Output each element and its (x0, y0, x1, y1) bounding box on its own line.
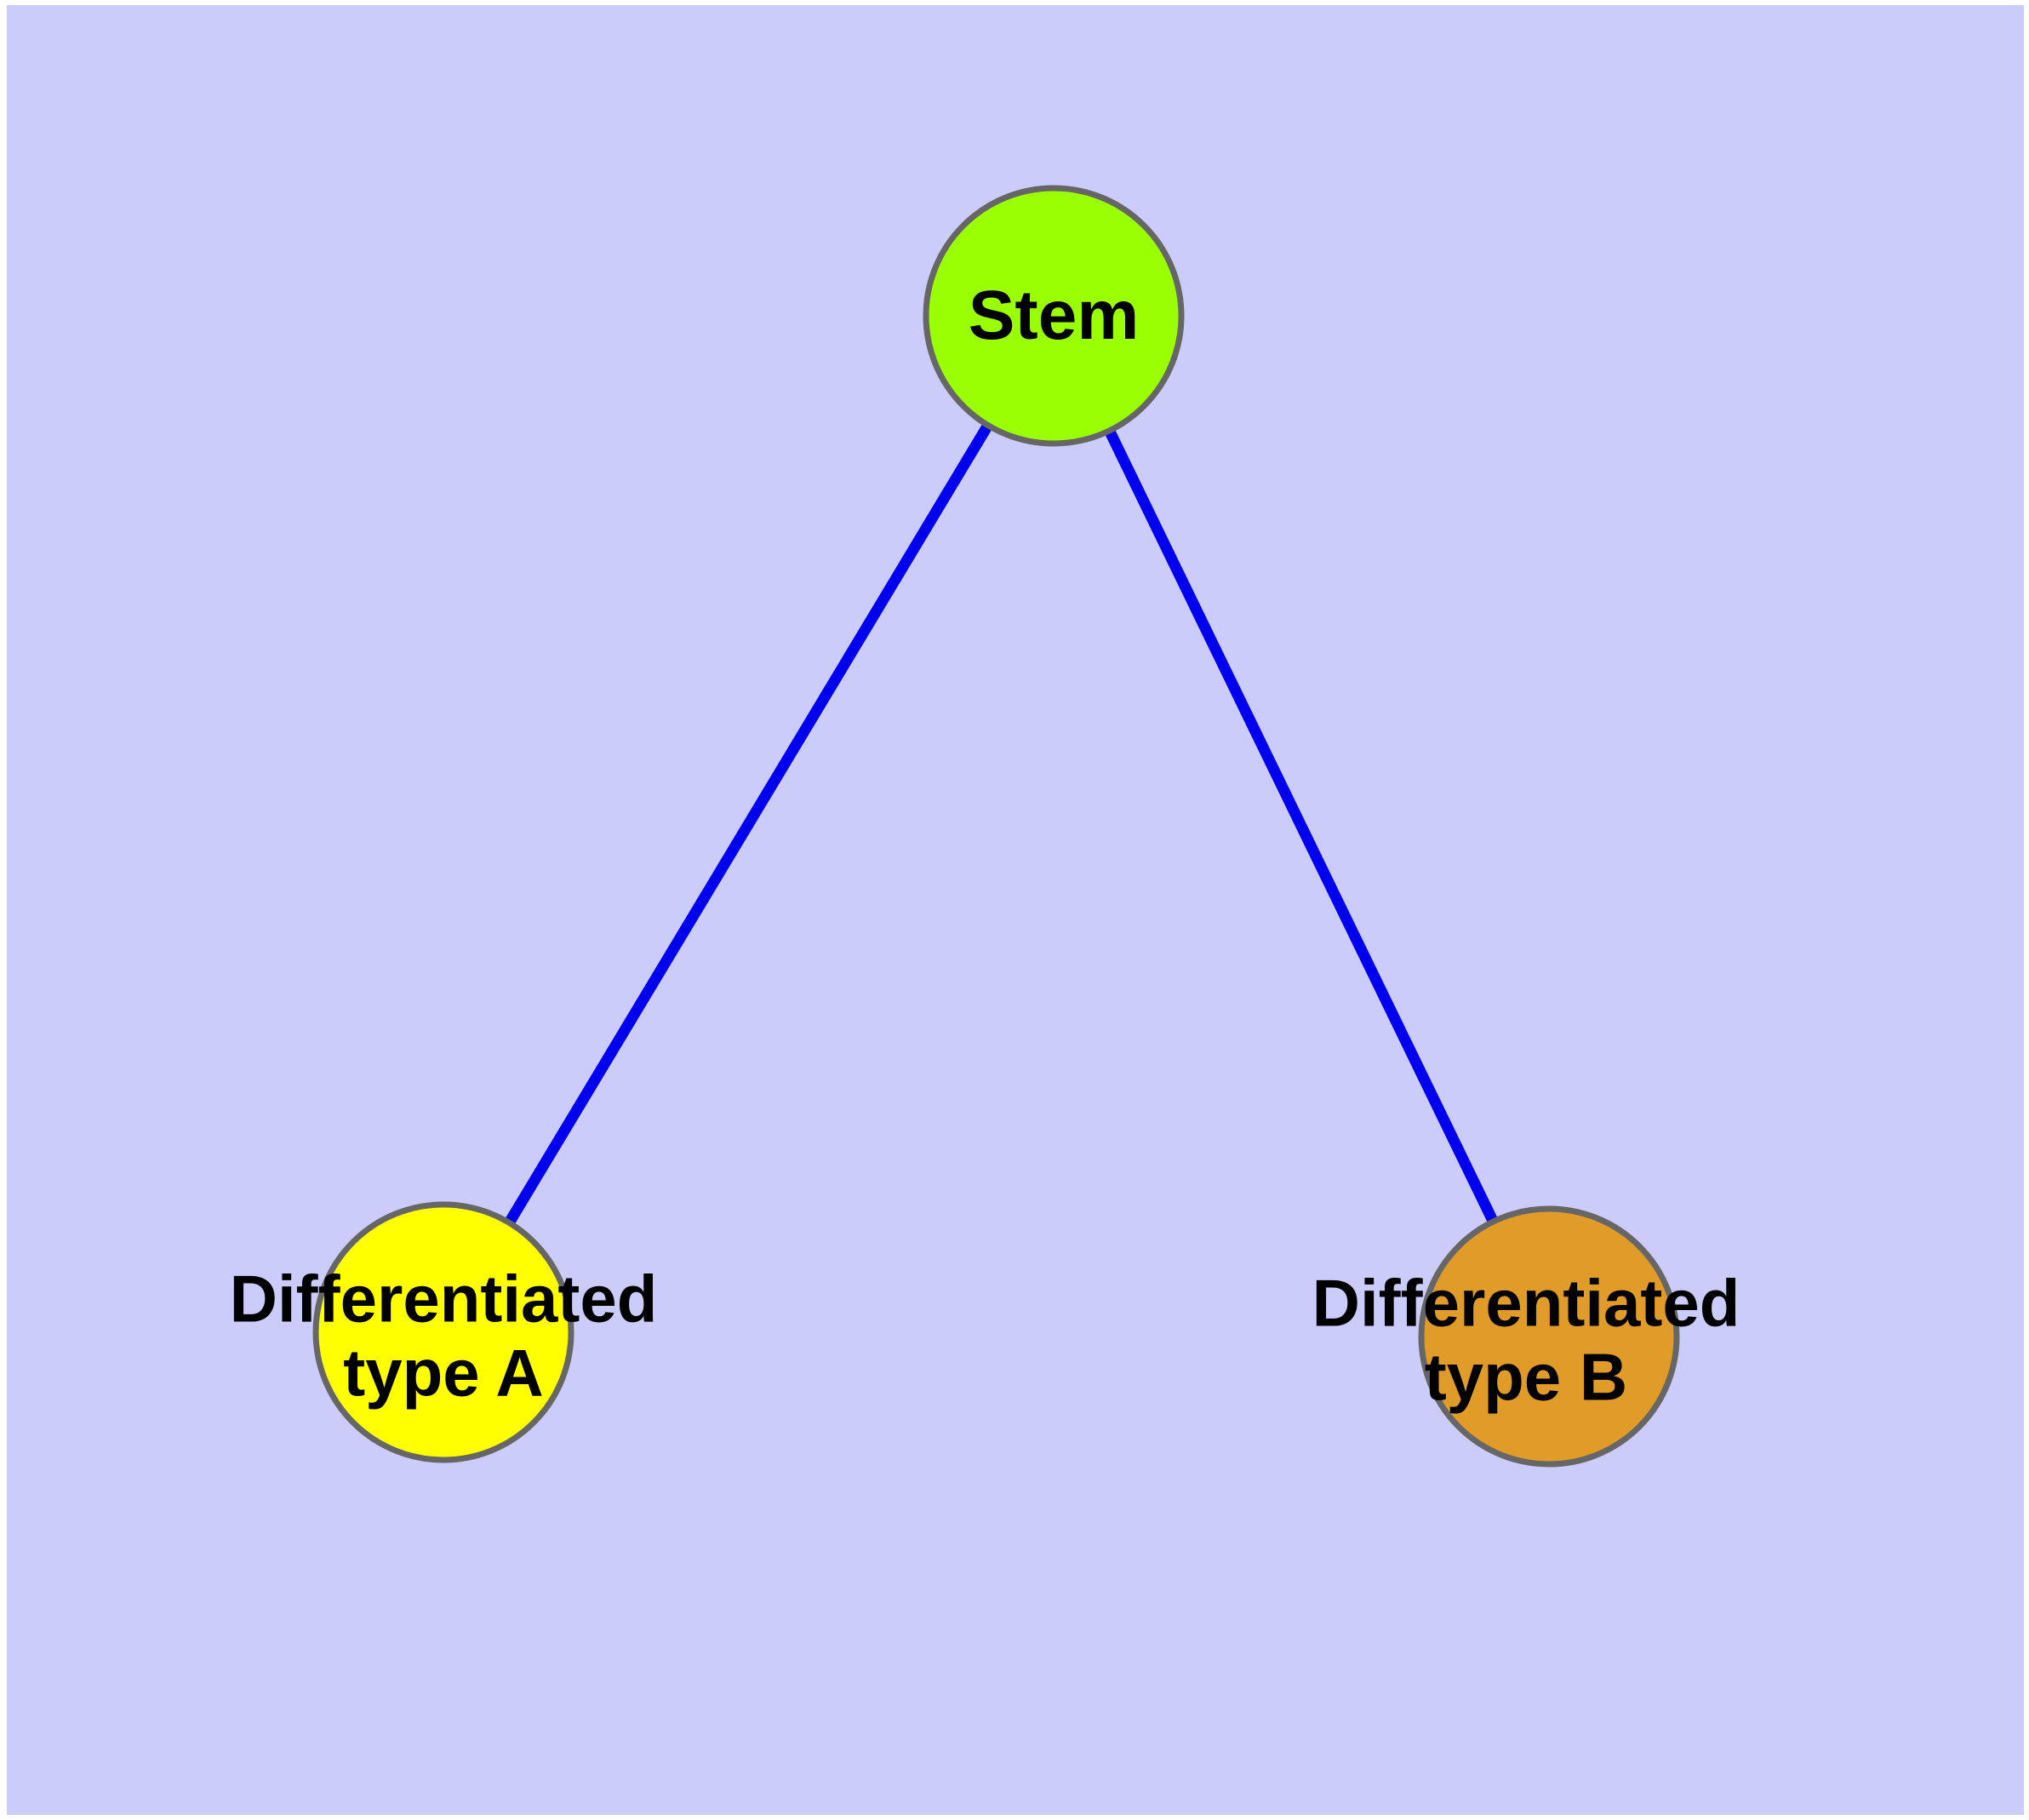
edge-stem-to-differentiated-a[interactable] (504, 422, 993, 1226)
node-layer (312, 185, 1680, 1468)
edge-layer (504, 422, 1499, 1226)
node-differentiated-a-circle[interactable] (312, 1201, 574, 1463)
node-differentiated-b-circle[interactable] (1418, 1205, 1680, 1468)
node-stem-circle[interactable] (923, 185, 1185, 447)
edge-stem-to-differentiated-b[interactable] (1104, 428, 1499, 1224)
